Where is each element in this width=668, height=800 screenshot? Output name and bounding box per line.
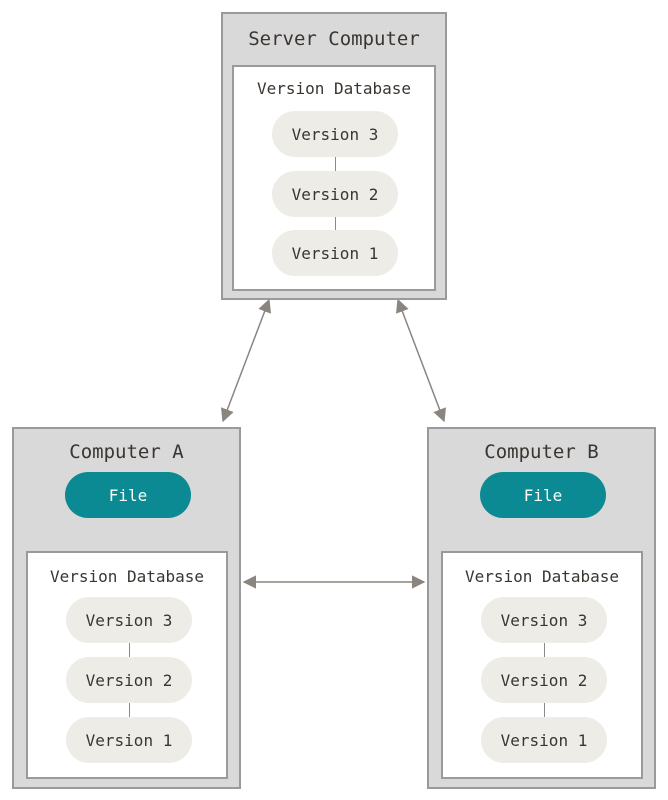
- computer-a-title: Computer A: [69, 441, 184, 463]
- version-pill: Version 1: [272, 230, 398, 276]
- computer-b-file: File: [480, 472, 606, 518]
- computer-b-title: Computer B: [484, 441, 599, 463]
- server-computer-title: Server Computer: [248, 28, 420, 50]
- arrow-server-computer-a: [221, 298, 271, 423]
- version-pill: Version 2: [66, 657, 192, 703]
- computer-b-db-title: Version Database: [464, 567, 620, 586]
- server-version-database: Version Database Version 3 Version 2 Ver…: [232, 65, 436, 291]
- computer-a-db-title: Version Database: [49, 567, 205, 586]
- version-pill: Version 3: [272, 111, 398, 157]
- version-pill: Version 1: [481, 717, 607, 763]
- server-computer-box: Server Computer Version Database Version…: [221, 12, 447, 300]
- computer-a-box: Computer A File Version Database Version…: [12, 427, 241, 789]
- version-pill: Version 2: [272, 171, 398, 217]
- version-pill: Version 2: [481, 657, 607, 703]
- computer-a-version-database: Version Database Version 3 Version 2 Ver…: [26, 551, 228, 779]
- version-pill: Version 3: [481, 597, 607, 643]
- server-db-title: Version Database: [256, 79, 412, 98]
- version-pill: Version 3: [66, 597, 192, 643]
- computer-b-box: Computer B File Version Database Version…: [427, 427, 656, 789]
- computer-b-version-database: Version Database Version 3 Version 2 Ver…: [441, 551, 643, 779]
- computer-a-file: File: [65, 472, 191, 518]
- version-pill: Version 1: [66, 717, 192, 763]
- arrow-server-computer-b: [396, 298, 446, 423]
